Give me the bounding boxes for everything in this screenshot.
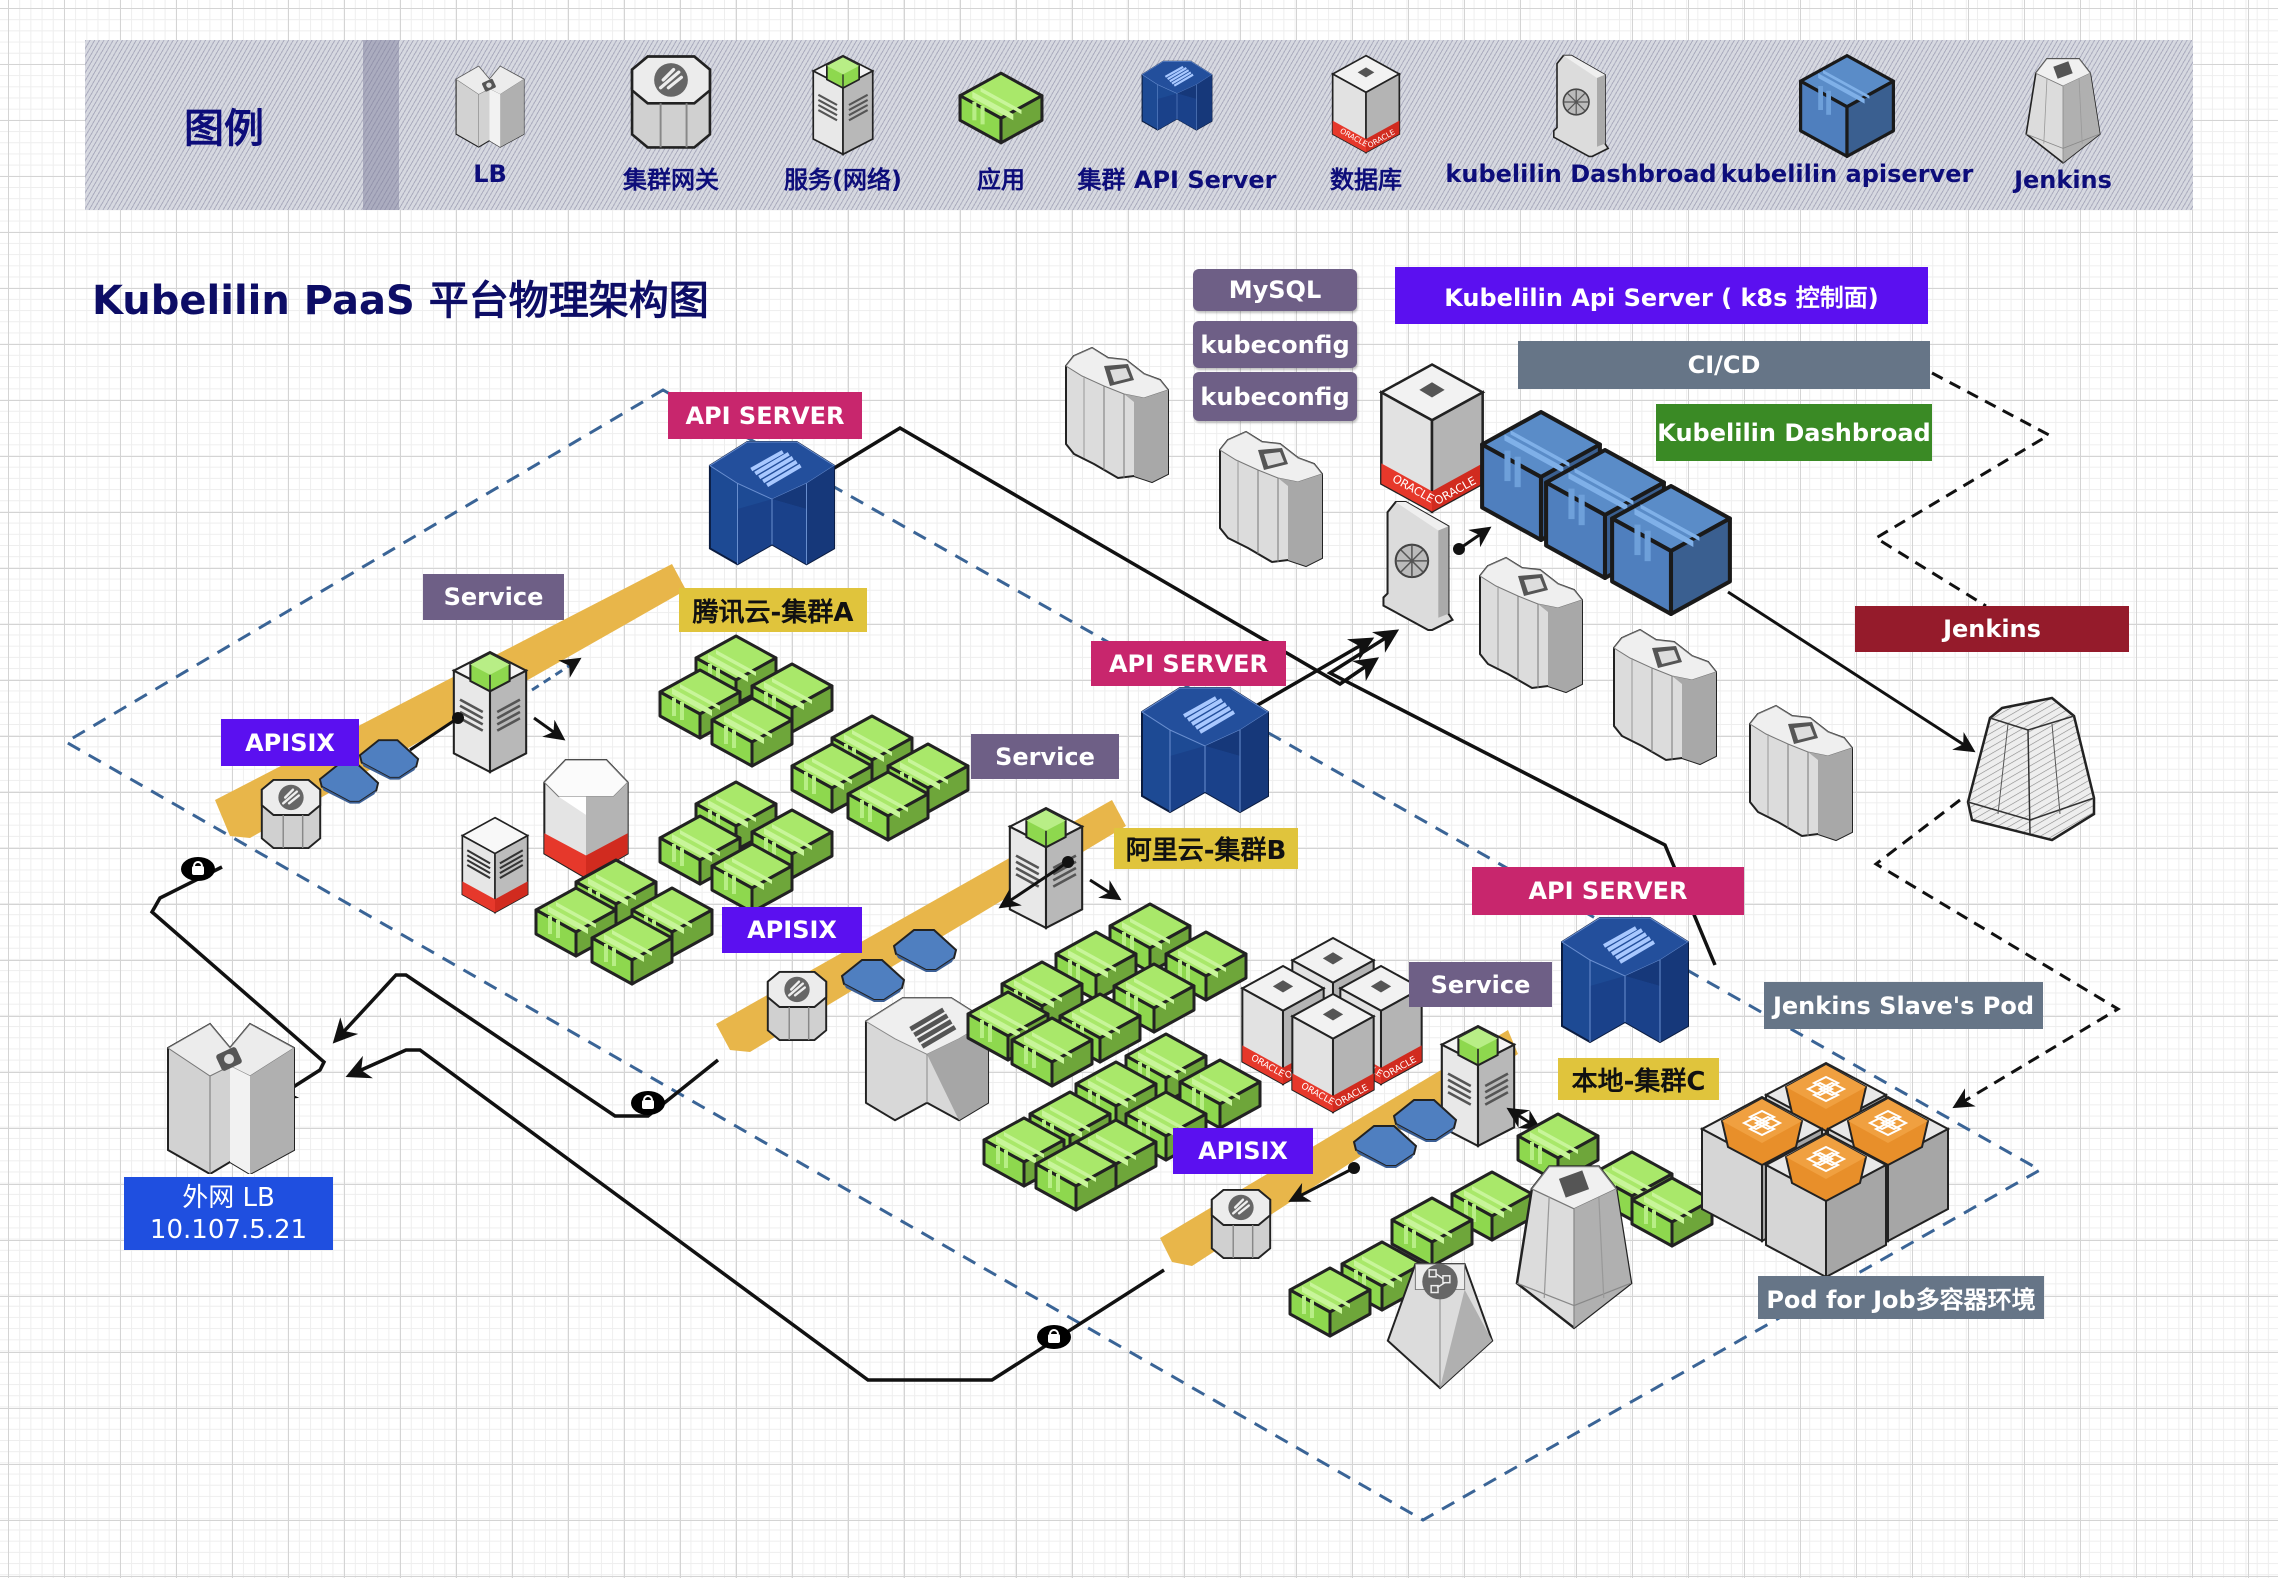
link-cluster-b-to-control-plane [1236,637,1375,719]
mysql-tag: MySQL [1193,269,1357,311]
kubeconfig-tag: kubeconfig [1193,372,1357,421]
cluster-b-apisix-tag: APISIX [722,907,862,953]
cluster-a-gateway-icon [260,778,322,850]
cluster-node-icon [1749,705,1853,841]
jenkins-slave-pod-tag: Jenkins Slave's Pod [1764,982,2043,1029]
lock-icon [180,856,216,882]
cluster-b-api-server-icon [1140,686,1270,814]
cluster-a-oracle-server-icon [460,816,530,914]
jenkins-tag: Jenkins [1855,606,2129,652]
legend-title: 图例 [184,106,264,152]
legend-label-application: 应用 [977,166,1025,194]
legend-divider [363,40,399,210]
mysql-instance-icon [1065,347,1169,483]
cluster-boundary [63,388,2044,1522]
cluster-a-api-server-tag: API SERVER [668,392,862,439]
cluster-b-gateway-icon [766,970,828,1042]
cicd-jenkins-dashed-link [1873,371,2053,608]
cluster-c-apisix-tag: APISIX [1173,1128,1313,1174]
cluster-node-icon [1613,629,1717,765]
cicd-tag: CI/CD [1518,341,1930,389]
cluster-a-api-server-icon [710,442,834,564]
cluster-a-service-tag: Service [423,574,564,620]
dashboard-server-icon [1382,500,1454,632]
link-control-plane-to-jenkins [1727,590,1976,753]
cluster-c-gateway-icon [1210,1188,1272,1260]
kubelilin-api-server-tag: Kubelilin Api Server ( k8s 控制面) [1395,267,1928,324]
cluster-b-service-icon [1008,806,1084,930]
link-dashboard-to-apiserver [1453,526,1492,555]
kubeconfig-tag: kubeconfig [1193,321,1357,368]
lock-icon [1036,1324,1072,1350]
cluster-c-jenkins-agent-icon [1515,1165,1633,1330]
mysql-instance-icon [1219,431,1323,567]
legend-label-database: 数据库 [1330,166,1402,194]
cluster-node-icon [1479,557,1583,693]
cluster-c-name-tag: 本地-集群C [1558,1058,1719,1100]
cluster-a-apisix-tag: APISIX [221,719,359,766]
control-plane-database-icon [1379,363,1485,513]
legend-label-cluster-gateway: 集群网关 [623,166,719,194]
cluster-b-service-tag: Service [971,734,1119,779]
external-lb-tag: 外网 LB 10.107.5.21 [124,1177,333,1250]
cluster-c-api-server-icon [1560,916,1690,1044]
external-lb-ip: 10.107.5.21 [149,1214,308,1245]
link-cluster-b-to-lb [332,973,720,1118]
kubelilin-dashboard-tag: Kubelilin Dashbroad [1656,404,1932,461]
page-title: Kubelilin PaaS 平台物理架构图 [92,278,709,324]
cluster-b-name-tag: 阿里云-集群B [1114,828,1298,869]
jenkins-slave-dashed-link [1873,798,2121,1109]
external-lb-name: 外网 LB [182,1182,275,1213]
cluster-a-service-icon [452,650,528,774]
legend-label-cluster-api-server: 集群 API Server [1077,166,1277,194]
legend-label-kubelilin-dashboard: kubelilin Dashbroad [1445,160,1717,188]
legend-label-jenkins: Jenkins [2014,166,2112,194]
lock-icon [630,1090,666,1116]
cluster-c-service-tag: Service [1409,962,1552,1007]
legend-panel: 图例 LB 集群网关 服务(网络) 应用 集群 API Server 数据库 k… [85,40,2193,210]
external-lb-icon [167,1023,295,1174]
legend-label-kubelilin-apiserver: kubelilin apiserver [1720,160,1974,188]
link-cluster-a-to-lb [149,865,327,1101]
jenkins-master-icon [1966,696,2096,842]
pod-for-job-tag: Pod for Job多容器环境 [1758,1276,2044,1319]
cluster-c-oracle-db-icon [1291,993,1375,1113]
cluster-c-api-server-tag: API SERVER [1472,867,1744,915]
jenkins-slave-pods [1700,1061,1950,1279]
cluster-b-api-server-tag: API SERVER [1091,641,1286,686]
link-cluster-a-to-control-plane [789,425,1380,687]
legend-label-lb: LB [473,160,507,188]
cluster-a-name-tag: 腾讯云-集群A [679,588,867,632]
legend-label-service-network: 服务(网络) [784,166,902,194]
link-cluster-c-to-lb [345,1048,1165,1382]
